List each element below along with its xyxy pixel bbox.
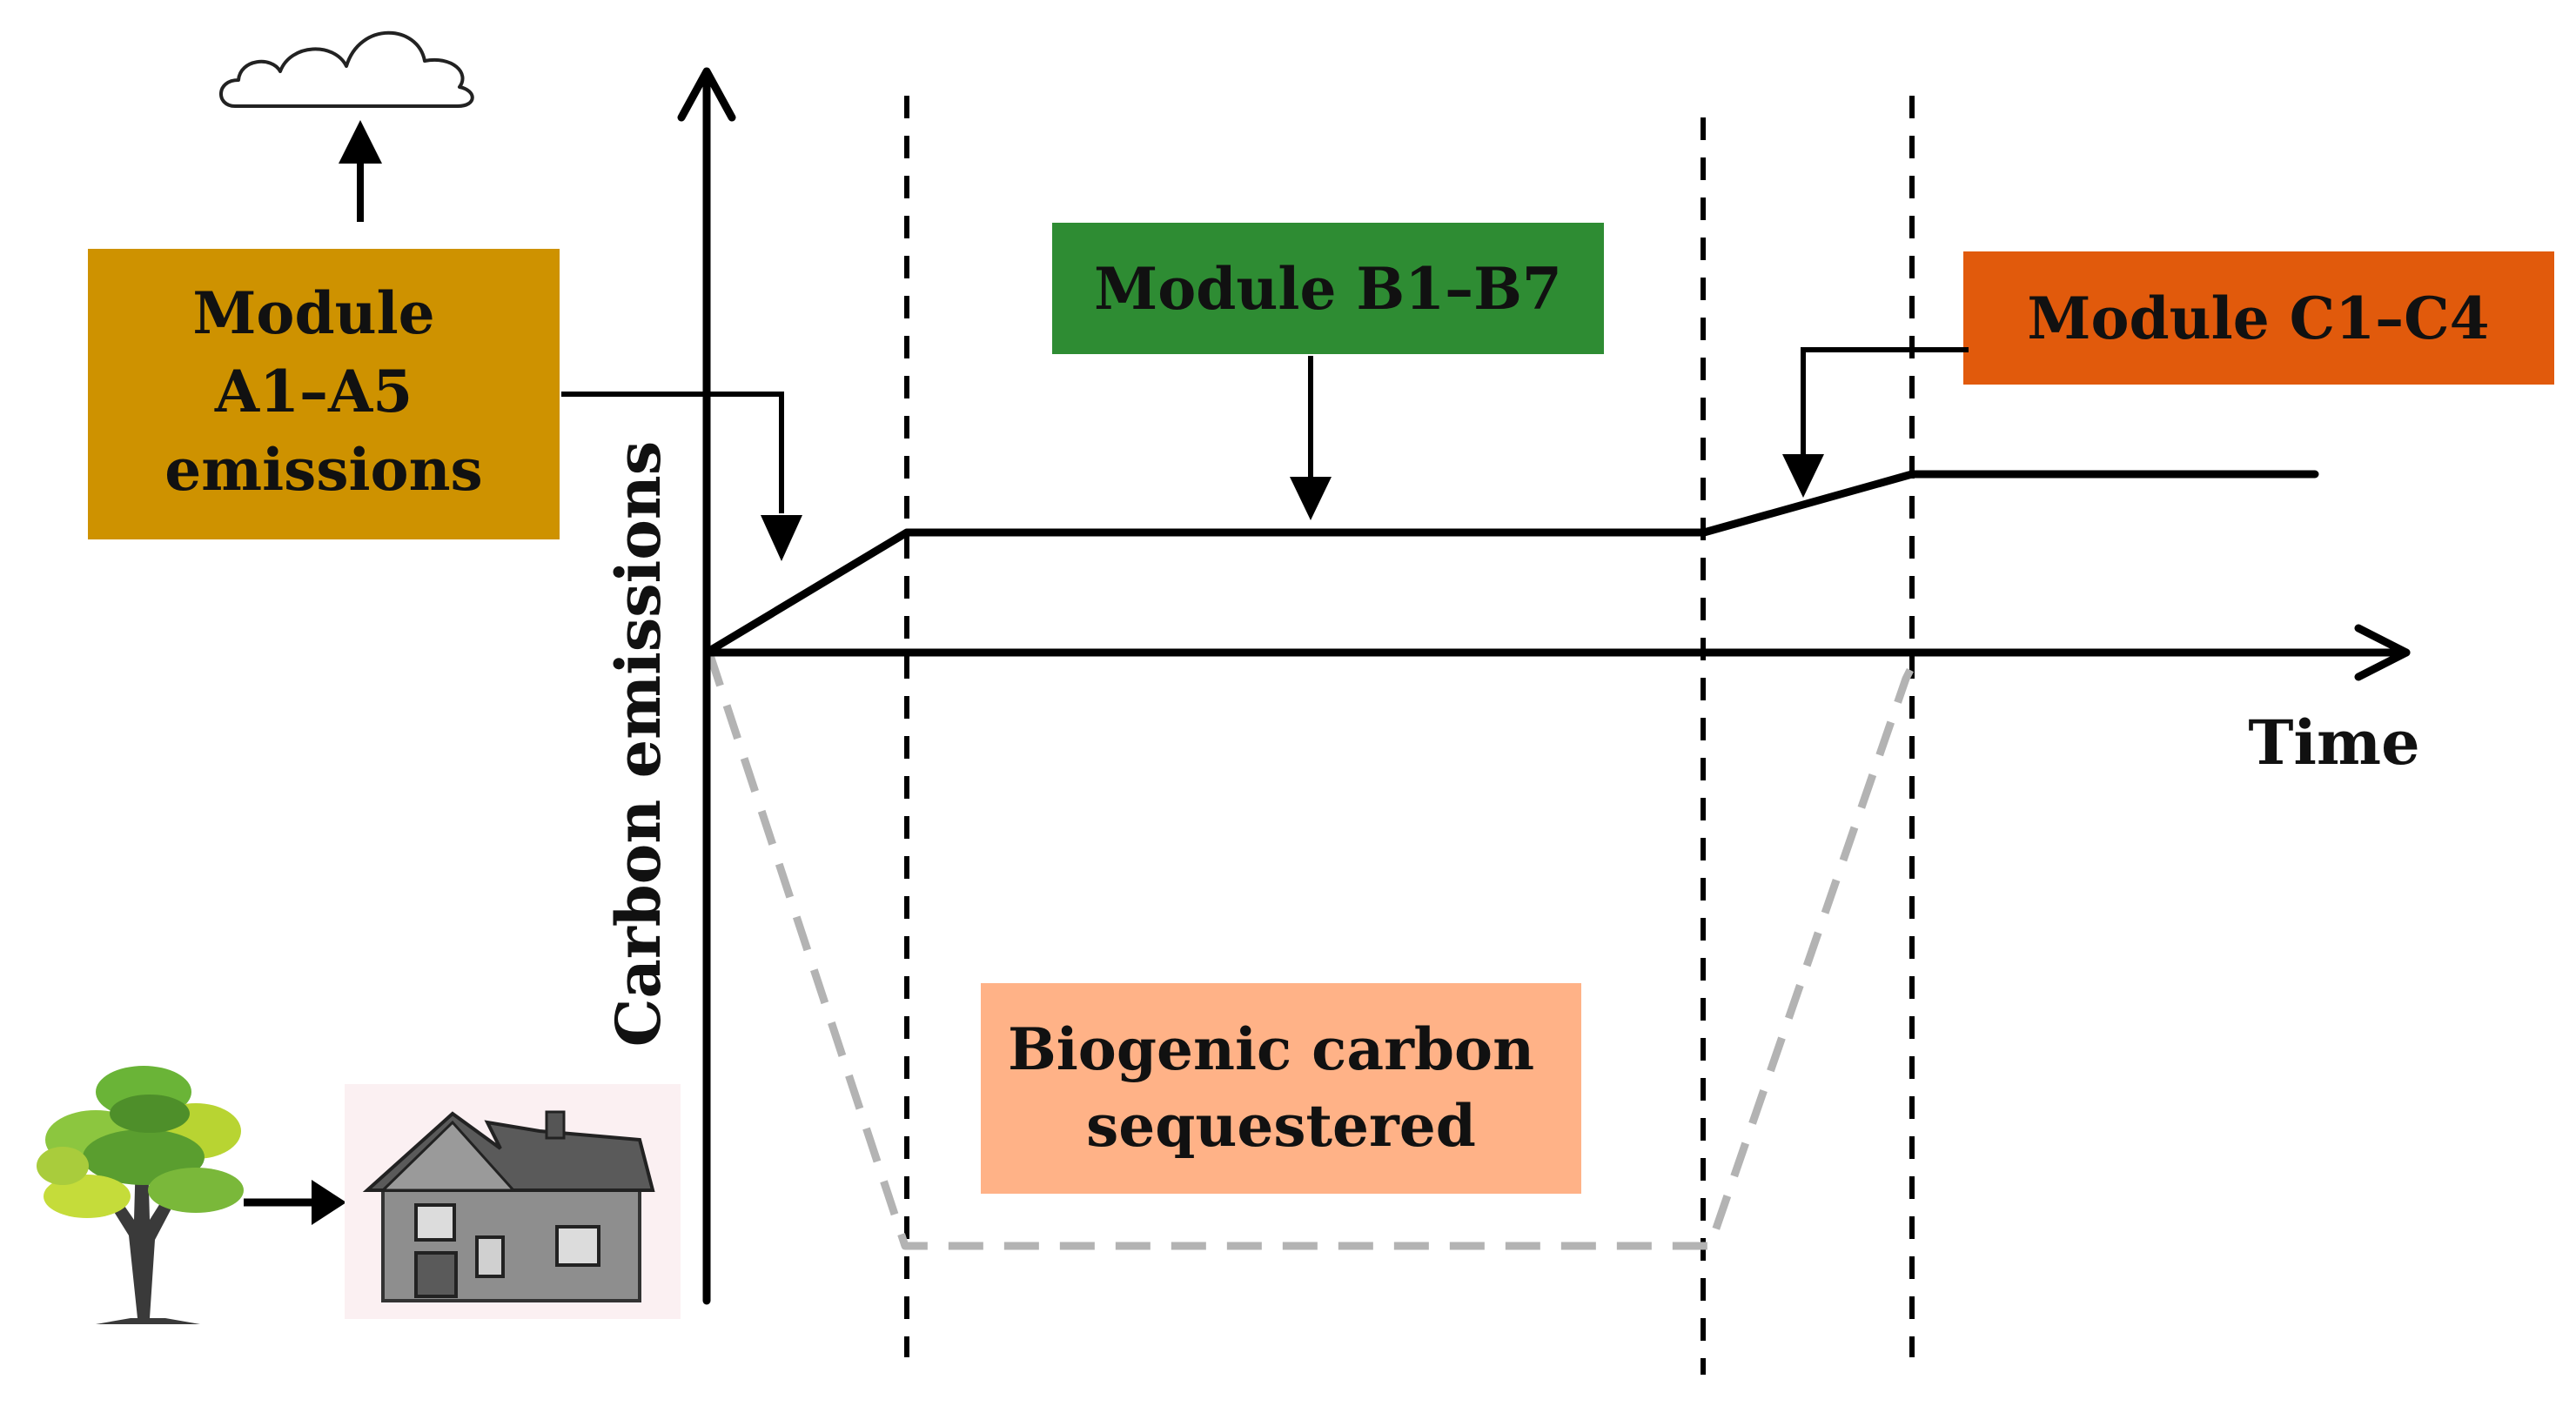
biogenic-group: Biogenic carbon sequestered	[981, 983, 1581, 1194]
module-a-group: Module A1–A5 emissions	[88, 249, 802, 561]
module-a-line-1: Module	[192, 279, 434, 347]
y-axis-arrowhead	[677, 67, 736, 122]
module-c-box	[1963, 251, 2554, 385]
cumulative-emissions-line	[702, 470, 2319, 657]
module-a-line-2: A1–A5	[214, 358, 413, 425]
biogenic-box	[981, 983, 1581, 1194]
x-axis-label: Time	[2248, 706, 2419, 779]
module-b-arrowhead	[1290, 477, 1332, 520]
module-a-line-3: emissions	[164, 436, 482, 504]
module-a-label: Module A1–A5 emissions	[164, 279, 482, 504]
module-c-connector	[1801, 347, 1969, 454]
biogenic-line-2: sequestered	[1086, 1092, 1476, 1160]
tree-icon	[37, 1066, 244, 1324]
axes	[677, 67, 2411, 1305]
module-b-line-1: Module B1–B7	[1094, 255, 1562, 323]
module-c-group: Module C1–C4	[1782, 251, 2554, 498]
cloud-icon	[219, 30, 474, 108]
x-axis-arrowhead	[2354, 624, 2411, 681]
phase-boundaries	[904, 96, 1915, 1375]
module-c-line-1: Module C1–C4	[2027, 285, 2489, 352]
y-axis-label: Carbon emissions	[602, 441, 674, 1047]
biogenic-line-1: Biogenic carbon	[1008, 1015, 1534, 1083]
module-a-arrowhead	[761, 515, 802, 561]
module-a-box	[88, 249, 560, 539]
module-a-connector	[561, 392, 784, 513]
tree-to-house-arrowhead	[312, 1180, 346, 1225]
module-b-box	[1052, 223, 1604, 354]
biogenic-label: Biogenic carbon sequestered	[1008, 1015, 1554, 1160]
module-b-label: Module B1–B7	[1094, 255, 1562, 323]
house-icon	[345, 1084, 681, 1319]
cloud-arrowhead	[339, 120, 382, 164]
module-c-arrowhead	[1782, 454, 1824, 498]
module-c-label: Module C1–C4	[2027, 285, 2489, 352]
module-b-group: Module B1–B7	[1052, 223, 1604, 520]
